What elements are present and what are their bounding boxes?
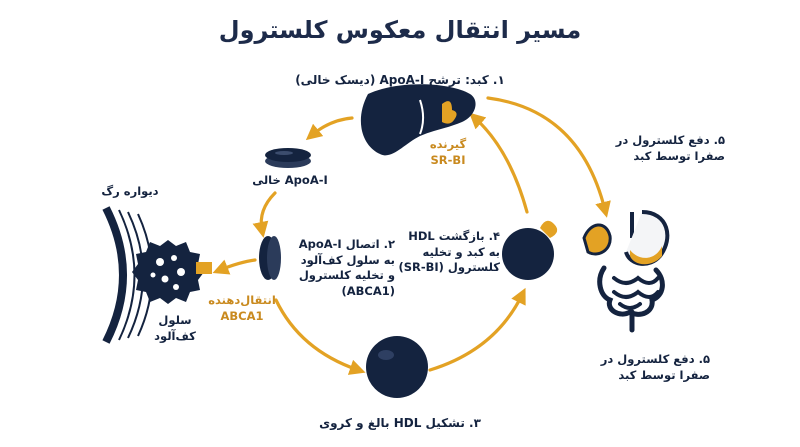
foam-cell-label: سلول کف‌آلود: [154, 313, 196, 343]
apoa-attached-icon: [259, 236, 281, 280]
liver-icon: [360, 84, 476, 156]
step4-label: ۴. بازگشت HDL به کبد و تخلیه کلسترول (SR…: [398, 229, 500, 275]
step1-label: ۱. کبد: ترشح ApoA-I (دیسک خالی): [295, 73, 505, 87]
arrow-return-to-liver: [469, 112, 529, 214]
arrow-disc-into-cell: [212, 258, 257, 275]
transporter-icon: [196, 262, 212, 274]
cycle-arrows: [212, 96, 611, 375]
receptor-icon: [442, 101, 457, 124]
receptor-label: گیرنده SR-BI: [429, 137, 467, 167]
page-title: مسیر انتقال معکوس کلسترول: [218, 16, 582, 44]
empty-apoa-label: ApoA-I خالی: [252, 173, 328, 187]
hdl-particle-icon: [366, 336, 428, 398]
transporter-label: انتقال‌دهنده ABCA1: [208, 293, 276, 323]
arrow-liver-to-gut: [486, 96, 611, 218]
arrow-disc-to-cell: [252, 191, 277, 238]
arrow-cell-to-hdl: [274, 298, 366, 375]
digestive-system-icon: [582, 210, 670, 333]
step2-label: ۲. اتصال ApoA-I به سلول کف‌آلود و تخلیه …: [298, 237, 395, 298]
apoa-disc-icon: [265, 148, 311, 168]
foam-cell-icon: [132, 240, 212, 304]
vessel-wall-label: دیواره رگ: [101, 184, 159, 198]
hdl-return-icon: [502, 220, 558, 280]
step5-bottom-label: ۵. دفع کلسترول در صفرا توسط کبد: [600, 352, 710, 382]
arrow-liver-to-disc: [305, 116, 354, 141]
step3-label: ۳. تشکیل HDL بالغ و کروی: [319, 416, 481, 430]
arrow-hdl-to-return: [428, 287, 526, 372]
step5-top-label: ۵. دفع کلسترول در صفرا توسط کبد: [615, 133, 725, 163]
